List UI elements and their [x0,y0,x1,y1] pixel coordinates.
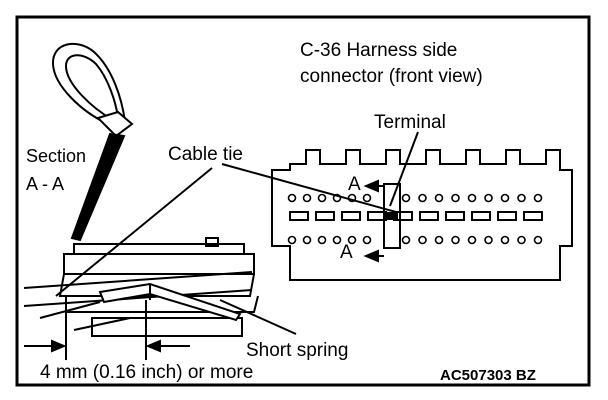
terminal-hole [500,235,510,245]
terminal-hole [418,193,427,203]
terminal-slot [315,211,335,221]
cable-tie-head [96,110,134,138]
dimension-marks [24,300,190,360]
short-spring-shape [98,282,242,322]
terminal-hole [533,235,543,245]
section-box [383,183,401,249]
connector-title-line2: connector (front view) [300,66,483,87]
cable-tie-illustration [51,43,134,242]
terminal-slot [497,211,517,221]
terminal-hole [467,235,477,245]
figure-code: AC507303 BZ [440,367,536,384]
terminal-hole [317,235,327,245]
terminal-slot [445,211,465,221]
section-label-line2: A - A [26,174,64,194]
cable-tie-tail [70,132,126,242]
terminal-hole [401,235,411,245]
terminal-slot [341,211,361,221]
terminal-hole [467,193,477,203]
section-marker-lower: A [340,242,353,263]
terminal-hole [347,235,357,245]
connector-outline [271,149,573,281]
section-marker-upper: A [348,174,361,195]
terminal-label: Terminal [374,112,446,133]
terminal-row-lower [287,235,543,245]
terminal-hole [401,193,411,203]
diagram-frame [15,15,591,387]
cable-tie-label: Cable tie [168,144,243,165]
cable-tie-loop [51,43,126,125]
terminal-hole [287,235,297,245]
terminal-hole [434,235,444,245]
terminal-hole [451,235,460,245]
terminal-hole [484,193,493,203]
terminal-hole [362,193,372,203]
short-spring-label: Short spring [246,340,348,361]
terminal-hole [302,235,312,245]
terminal-hole [451,193,460,203]
dimension-label: 4 mm (0.16 inch) or more [40,362,253,383]
connector-front-view [271,149,573,281]
terminal-hole [362,235,372,245]
terminal-slot [289,211,309,221]
terminal-hole [418,235,427,245]
terminal-slot [471,211,491,221]
terminal-hole [517,193,526,203]
terminal-row-middle [289,211,543,221]
terminal-slot [523,211,543,221]
terminal-hole [517,235,526,245]
terminal-hole [434,193,444,203]
connector-section-view [23,237,259,337]
terminal-row-upper [287,193,543,203]
leader-lines [55,131,419,335]
section-label-line1: Section [26,146,86,166]
terminal-hole [484,235,493,245]
target-terminal [386,212,398,220]
terminal-hole [302,193,312,203]
section-arrows [363,179,384,263]
terminal-hole [500,193,510,203]
terminal-hole [533,193,543,203]
terminal-hole [287,193,297,203]
terminal-slot [419,211,439,221]
connector-title-line1: C-36 Harness side [300,40,457,61]
terminal-hole [332,193,342,203]
terminal-hole [317,193,327,203]
terminal-hole [332,235,342,245]
